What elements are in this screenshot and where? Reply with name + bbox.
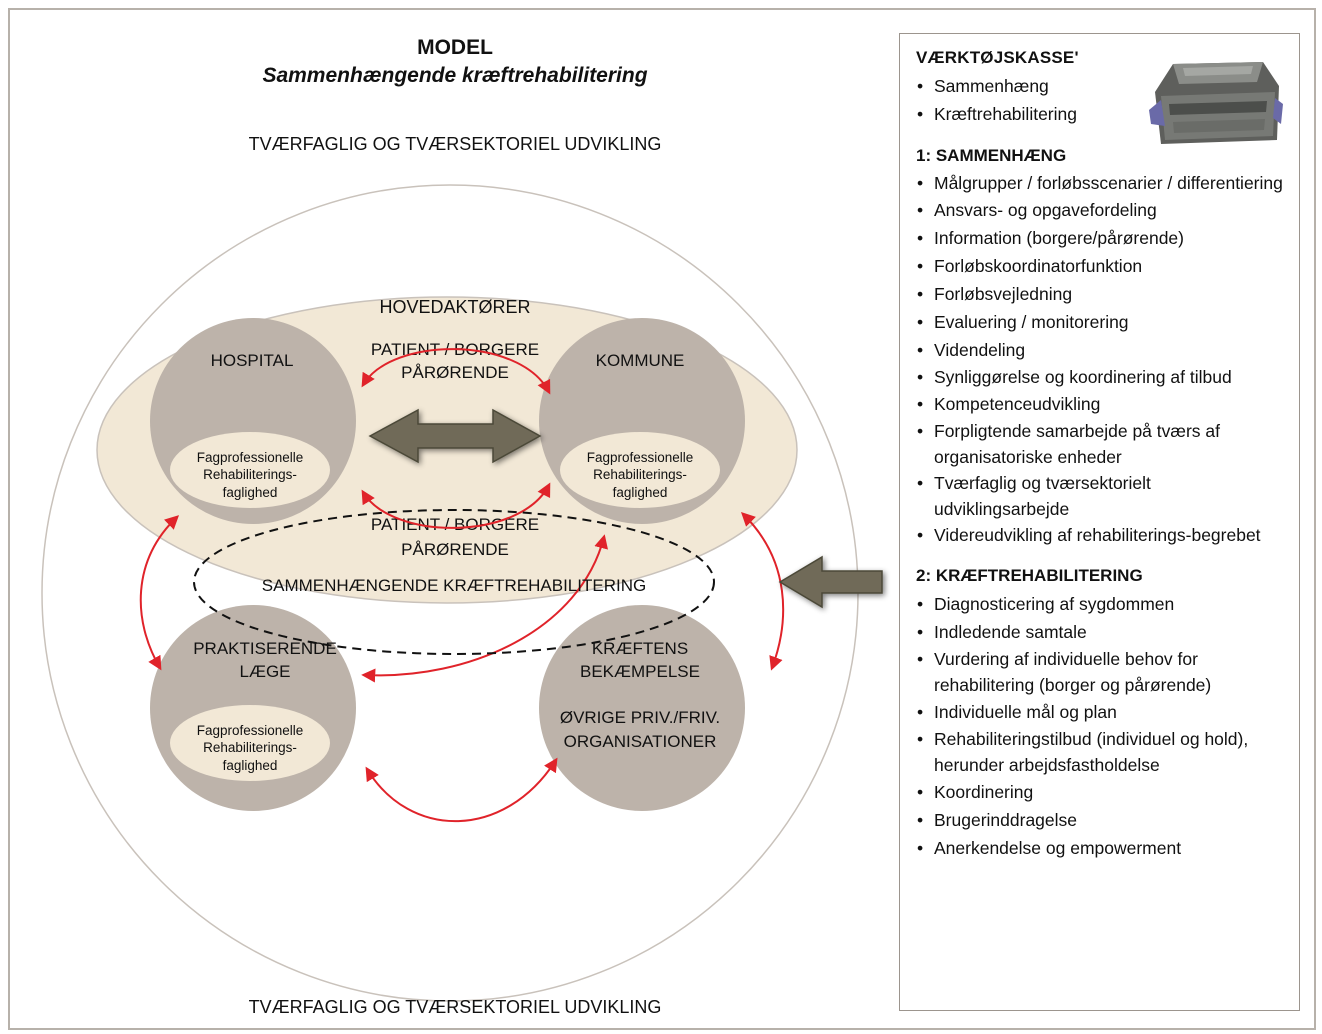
kommune-label: KOMMUNE bbox=[596, 351, 685, 370]
kommune-fag-line2: Rehabiliterings- bbox=[593, 467, 687, 482]
hospital-fag-ellipse bbox=[170, 432, 330, 508]
section2-list: Diagnosticering af sygdommen Indledende … bbox=[916, 590, 1289, 862]
list-item: Indledende samtale bbox=[916, 618, 1289, 646]
list-item: Videreudvikling af rehabiliterings-begre… bbox=[916, 522, 1289, 548]
list-item: Synliggørelse og koordinering af tilbud bbox=[916, 364, 1289, 390]
list-item: Anerkendelse og empowerment bbox=[916, 834, 1289, 862]
list-item: Kompetenceudvikling bbox=[916, 390, 1289, 418]
laege-fag-line1: Fagprofessionelle bbox=[197, 723, 304, 738]
list-item: Ansvars- og opgavefordeling bbox=[916, 196, 1289, 224]
right-vertical-arrow bbox=[741, 512, 785, 671]
list-item: Evaluering / monitorering bbox=[916, 308, 1289, 336]
list-item: Kræftrehabilitering bbox=[916, 100, 1289, 128]
list-item: Rehabiliteringstilbud (individuel og hol… bbox=[916, 726, 1289, 778]
laege-fag-line3: faglighed bbox=[223, 758, 278, 773]
toolbox-title: VÆRKTØJSKASSE' bbox=[916, 48, 1079, 67]
section2-heading: 2: KRÆFTREHABILITERING bbox=[916, 566, 1143, 585]
toolbox-arrow bbox=[778, 555, 883, 609]
patient-top-arc-arrow bbox=[361, 348, 551, 395]
diagonal-arrow bbox=[361, 534, 608, 683]
list-item: Forløbskoordinatorfunktion bbox=[916, 252, 1289, 280]
frame-border bbox=[8, 8, 1316, 1030]
left-vertical-arrow bbox=[139, 515, 180, 671]
toolbox-panel: VÆRKTØJSKASSE' Sammenhæng Kræftrehabilit… bbox=[899, 33, 1300, 1011]
list-item: Koordinering bbox=[916, 778, 1289, 806]
top-development-label: TVÆRFAGLIG OG TVÆRSEKTORIEL UDVIKLING bbox=[249, 134, 662, 154]
list-item: Information (borgere/pårørende) bbox=[916, 224, 1289, 252]
main-actors-label: HOVEDAKTØRER bbox=[379, 297, 530, 317]
list-item: Diagnosticering af sygdommen bbox=[916, 590, 1289, 618]
hospital-kommune-double-arrow bbox=[368, 408, 542, 464]
laege-fag-ellipse bbox=[170, 705, 330, 781]
section1-list: Målgrupper / forløbsscenarier / differen… bbox=[916, 170, 1289, 548]
bottom-arc-arrow bbox=[365, 757, 558, 823]
list-item: Videndeling bbox=[916, 336, 1289, 364]
laege-label-line1: PRAKTISERENDE bbox=[193, 639, 337, 658]
list-item: Tværfaglig og tværsektorielt udviklingsa… bbox=[916, 470, 1289, 522]
laege-label-line2: LÆGE bbox=[239, 662, 290, 681]
oevrige-label-line1: ØVRIGE PRIV./FRIV. bbox=[560, 708, 720, 727]
kraeftens-label-line1: KRÆFTENS bbox=[592, 639, 688, 658]
kommune-fag-line3: faglighed bbox=[613, 485, 668, 500]
patient-top-line2: PÅRØRENDE bbox=[401, 363, 509, 382]
list-item: Brugerinddragelse bbox=[916, 806, 1289, 834]
oevrige-label-line2: ORGANISATIONER bbox=[564, 732, 717, 751]
kraeftens-label-line2: BEKÆMPELSE bbox=[580, 662, 700, 681]
bottom-development-label: TVÆRFAGLIG OG TVÆRSEKTORIEL UDVIKLING bbox=[249, 997, 662, 1017]
hospital-fag-line2: Rehabiliterings- bbox=[203, 467, 297, 482]
hospital-fag-line1: Fagprofessionelle bbox=[197, 450, 304, 465]
model-title: MODEL bbox=[417, 36, 493, 59]
sammenhaengende-label: SAMMENHÆNGENDE KRÆFTREHABILITERING bbox=[262, 576, 646, 595]
laege-fag-line2: Rehabiliterings- bbox=[203, 740, 297, 755]
list-item: Målgrupper / forløbsscenarier / differen… bbox=[916, 170, 1289, 196]
list-item: Individuelle mål og plan bbox=[916, 698, 1289, 726]
patient-bottom-line2: PÅRØRENDE bbox=[401, 540, 509, 559]
patient-bottom-line1: PATIENT / BORGERE bbox=[371, 515, 539, 534]
list-item: Sammenhæng bbox=[916, 72, 1289, 100]
hospital-label: HOSPITAL bbox=[211, 351, 294, 370]
list-item: Vurdering af individuelle behov for reha… bbox=[916, 646, 1289, 698]
sammenhaengende-dashed-ellipse bbox=[193, 509, 715, 655]
hospital-fag-line3: faglighed bbox=[223, 485, 278, 500]
kommune-fag-line1: Fagprofessionelle bbox=[587, 450, 694, 465]
list-item: Forpligtende samarbejde på tværs af orga… bbox=[916, 418, 1289, 470]
model-subtitle: Sammenhængende kræftrehabilitering bbox=[262, 64, 647, 87]
kommune-fag-ellipse bbox=[560, 432, 720, 508]
list-item: Forløbsvejledning bbox=[916, 280, 1289, 308]
toolbox-intro-list: Sammenhæng Kræftrehabilitering bbox=[916, 72, 1289, 128]
section1-heading: 1: SAMMENHÆNG bbox=[916, 146, 1067, 165]
patient-bottom-arc-arrow bbox=[361, 482, 551, 529]
